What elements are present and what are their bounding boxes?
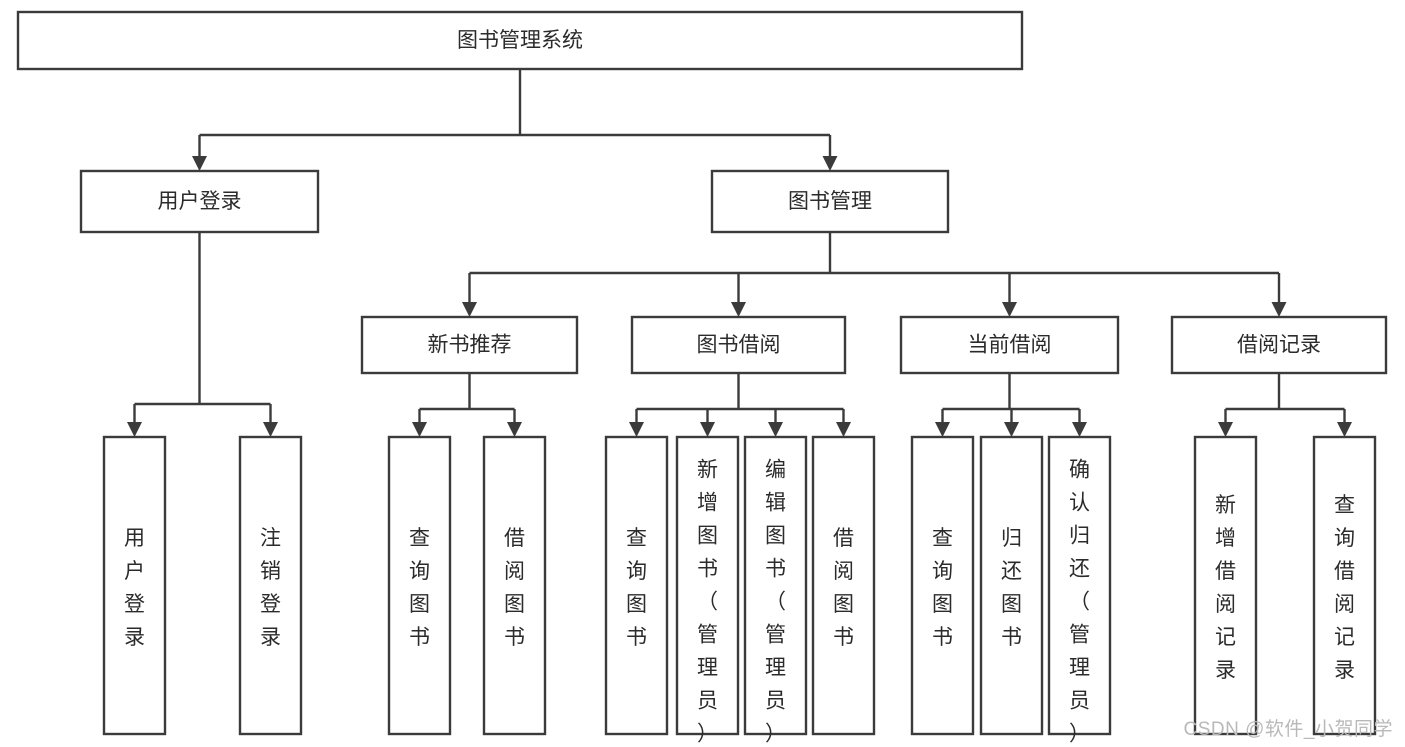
node-l-cur-return[interactable]: 归还图书: [979, 435, 1044, 736]
node-label: 归还图书: [1001, 527, 1022, 649]
connector-group: [462, 232, 1287, 317]
node-box[interactable]: [604, 435, 669, 736]
node-l-bor-edit[interactable]: 编辑图书（管理员）: [743, 435, 808, 746]
node-box[interactable]: [360, 315, 579, 375]
arrow-head-icon: [412, 422, 427, 437]
node-label: 查询图书: [932, 527, 953, 649]
node-n-bookmgmt[interactable]: 图书管理: [710, 169, 950, 234]
node-l-cur-query[interactable]: 查询图书: [910, 435, 975, 736]
arrow-head-icon: [263, 422, 278, 437]
node-box[interactable]: [910, 435, 975, 736]
node-l-bor-query[interactable]: 查询图书: [604, 435, 669, 736]
node-label: 当前借阅: [968, 334, 1052, 357]
node-box[interactable]: [79, 169, 320, 234]
node-l-rec-query[interactable]: 查询借阅记录: [1312, 435, 1377, 736]
node-box[interactable]: [1170, 315, 1388, 375]
node-root[interactable]: 图书管理系统: [16, 10, 1024, 71]
node-l-user-logout[interactable]: 注销登录: [238, 435, 303, 736]
node-l-bor-add[interactable]: 新增图书（管理员）: [675, 435, 740, 746]
connector-group: [192, 69, 838, 171]
node-l-new-query[interactable]: 查询图书: [387, 435, 452, 736]
node-layer: 图书管理系统用户登录图书管理新书推荐图书借阅当前借阅借阅记录用户登录注销登录查询…: [16, 10, 1388, 746]
node-n-newbook[interactable]: 新书推荐: [360, 315, 579, 375]
node-box[interactable]: [1312, 435, 1377, 736]
node-label: 查询借阅记录: [1334, 494, 1355, 682]
arrow-head-icon: [700, 422, 715, 437]
node-label: 新书推荐: [428, 334, 512, 357]
node-box[interactable]: [102, 435, 167, 736]
node-l-cur-confirm[interactable]: 确认归还（管理员）: [1047, 435, 1112, 746]
node-box[interactable]: [675, 435, 740, 736]
arrow-head-icon: [127, 422, 142, 437]
arrow-head-icon: [836, 422, 851, 437]
node-box[interactable]: [811, 435, 876, 736]
node-box[interactable]: [1047, 435, 1112, 736]
node-box[interactable]: [743, 435, 808, 736]
node-box[interactable]: [16, 10, 1024, 71]
connector-group: [1218, 373, 1352, 437]
node-label: 借阅图书: [833, 527, 854, 649]
node-l-rec-add[interactable]: 新增借阅记录: [1193, 435, 1258, 736]
node-n-login[interactable]: 用户登录: [79, 169, 320, 234]
node-label: 图书管理系统: [457, 29, 583, 52]
arrow-head-icon: [1271, 302, 1287, 317]
node-l-user-login[interactable]: 用户登录: [102, 435, 167, 736]
node-label: 借阅记录: [1237, 334, 1321, 357]
node-label: 新增借阅记录: [1215, 494, 1236, 682]
connector-group: [935, 373, 1087, 437]
node-box[interactable]: [387, 435, 452, 736]
node-label: 查询图书: [409, 527, 430, 649]
arrow-head-icon: [1218, 422, 1233, 437]
node-box[interactable]: [238, 435, 303, 736]
node-label: 图书借阅: [697, 334, 781, 357]
connector-layer: [127, 69, 1352, 437]
node-label: 查询图书: [626, 527, 647, 649]
node-l-bor-lend[interactable]: 借阅图书: [811, 435, 876, 736]
connector-group: [629, 373, 851, 437]
arrow-head-icon: [1002, 302, 1017, 317]
node-label: 图书管理: [788, 190, 872, 213]
arrow-head-icon: [507, 422, 522, 437]
node-n-borrow[interactable]: 图书借阅: [630, 315, 847, 375]
node-box[interactable]: [710, 169, 950, 234]
node-label: 借阅图书: [504, 527, 525, 649]
node-box[interactable]: [630, 315, 847, 375]
node-label: 确认归还（管理员）: [1069, 459, 1090, 746]
node-box[interactable]: [482, 435, 547, 736]
arrow-head-icon: [1337, 422, 1352, 437]
node-n-record[interactable]: 借阅记录: [1170, 315, 1388, 375]
node-label: 注销登录: [260, 527, 281, 649]
node-label: 用户登录: [124, 527, 145, 649]
arrow-head-icon: [731, 302, 746, 317]
arrow-head-icon: [935, 422, 950, 437]
connector-group: [127, 232, 278, 437]
arrow-head-icon: [192, 156, 207, 171]
arrow-head-icon: [1072, 422, 1087, 437]
node-l-new-borrow[interactable]: 借阅图书: [482, 435, 547, 736]
arrow-head-icon: [462, 302, 477, 317]
arrow-head-icon: [822, 156, 838, 171]
node-box[interactable]: [979, 435, 1044, 736]
arrow-head-icon: [768, 422, 783, 437]
node-box[interactable]: [1193, 435, 1258, 736]
arrow-head-icon: [1004, 422, 1019, 437]
node-box[interactable]: [899, 315, 1120, 375]
node-n-current[interactable]: 当前借阅: [899, 315, 1120, 375]
node-label: 新增图书（管理员）: [697, 459, 718, 746]
node-label: 编辑图书（管理员）: [765, 459, 786, 746]
arrow-head-icon: [629, 422, 644, 437]
connector-group: [412, 373, 522, 437]
node-label: 用户登录: [158, 190, 242, 213]
